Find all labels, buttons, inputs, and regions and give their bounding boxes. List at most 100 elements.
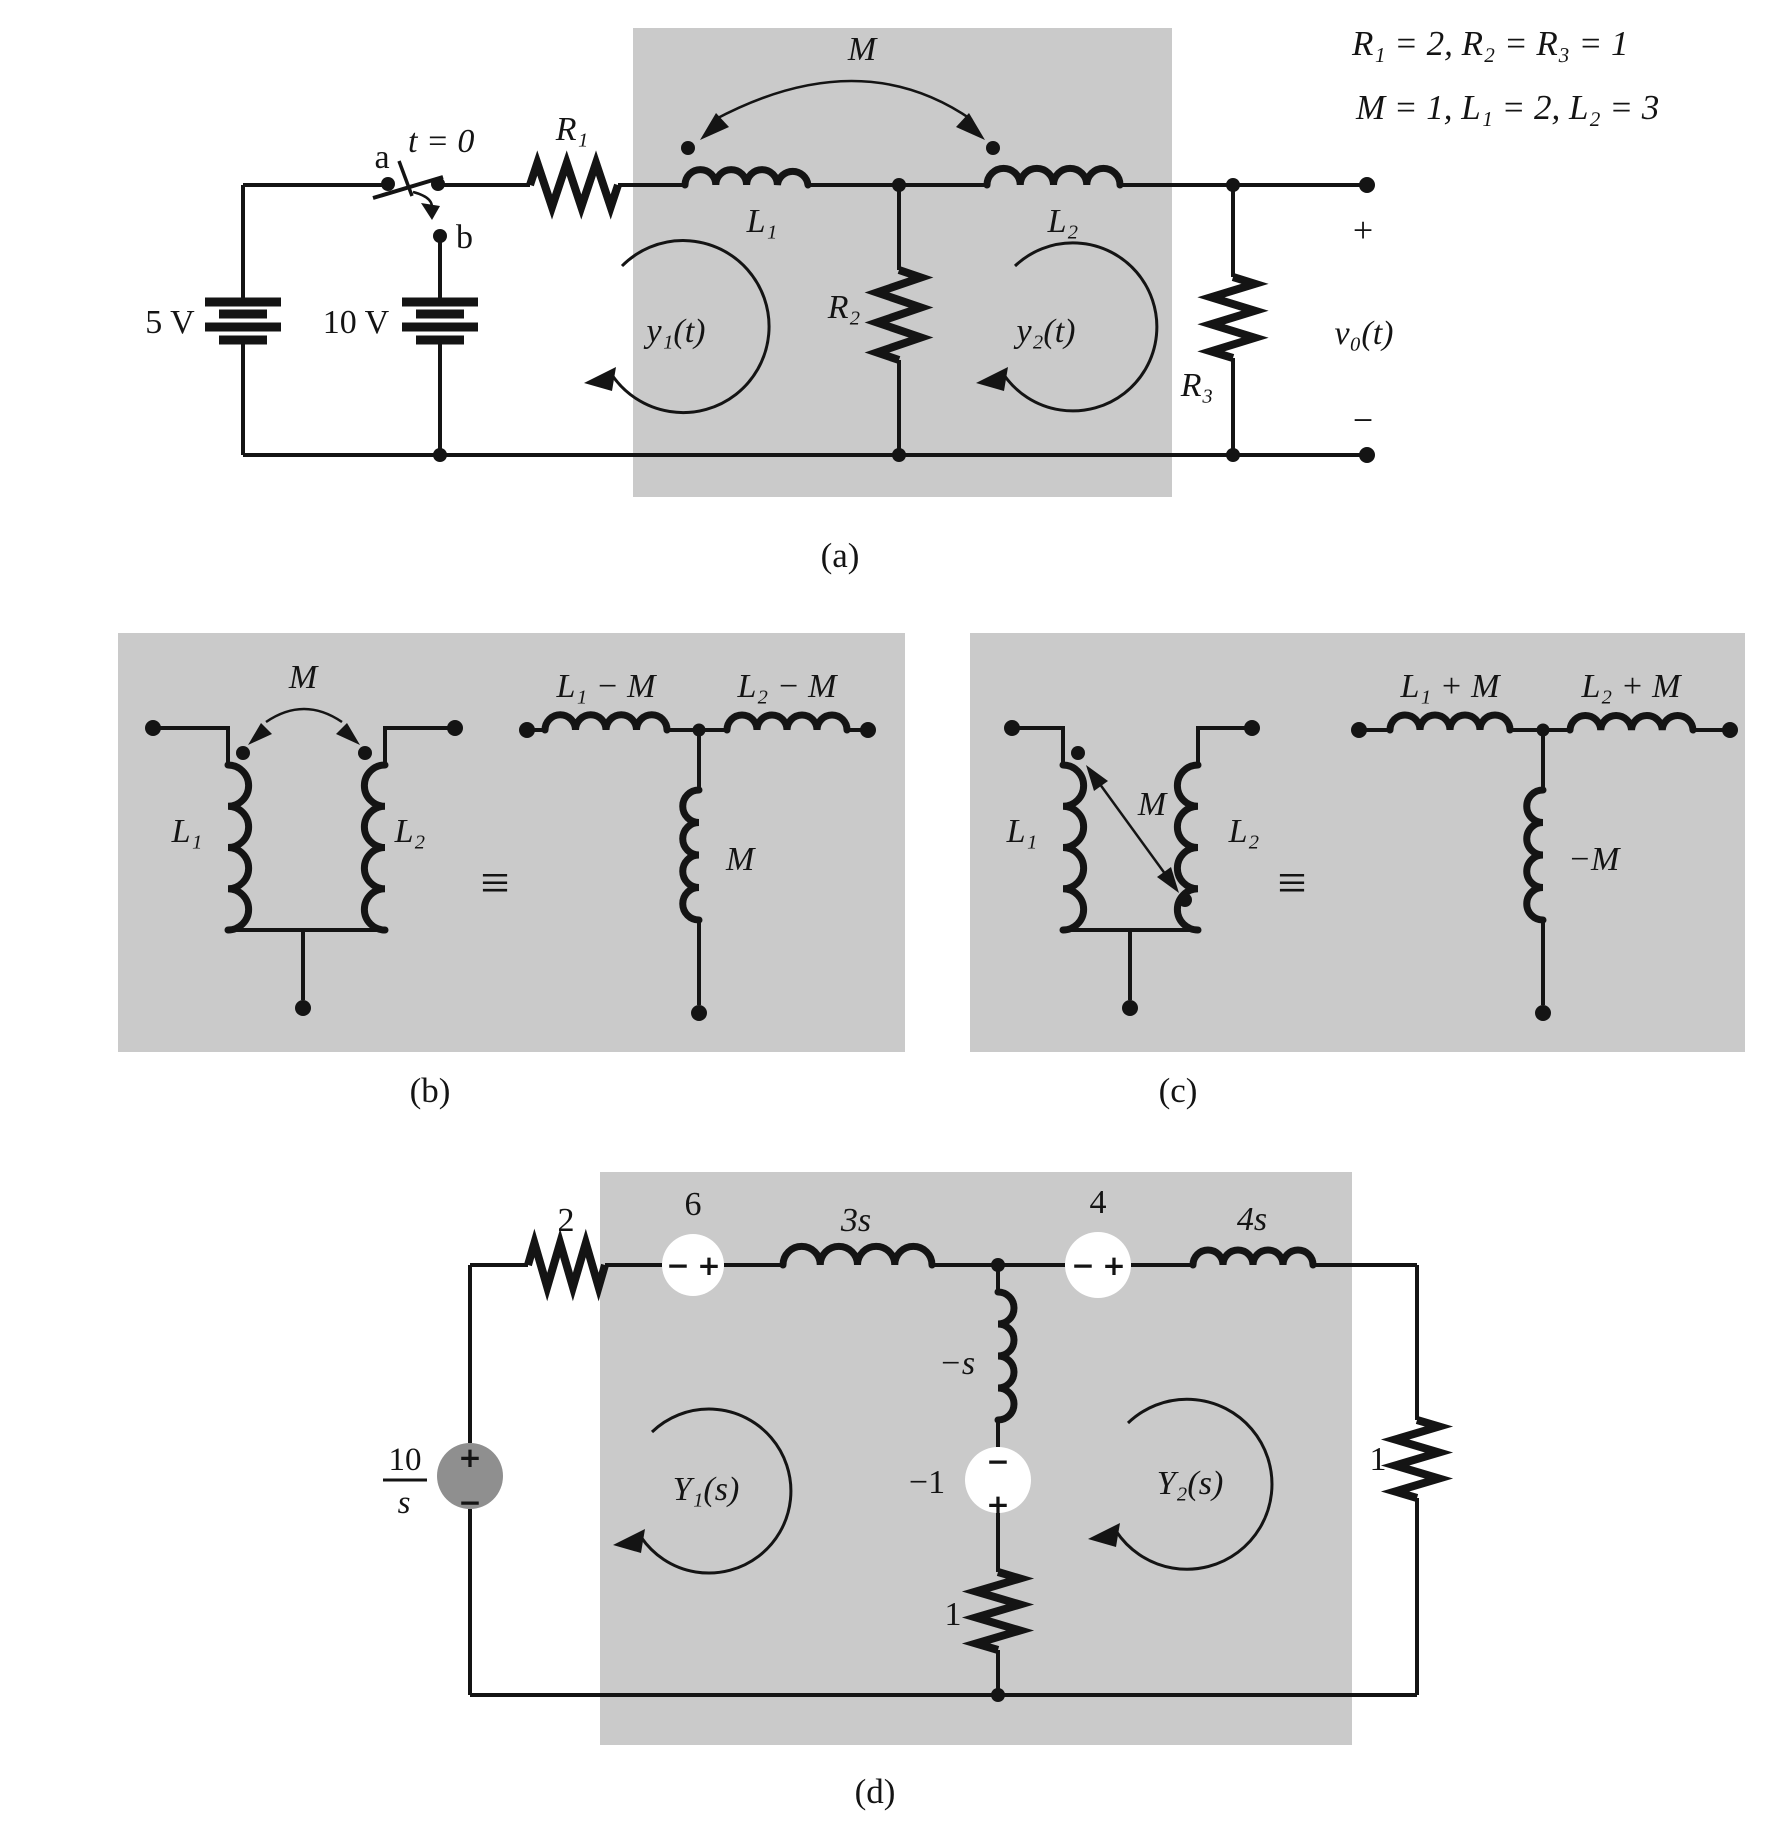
voltage-source-10-over-s: + −: [437, 1441, 503, 1519]
shunt-label: M: [725, 841, 756, 878]
caption-b: (b): [410, 1071, 451, 1110]
source-plus: +: [697, 1249, 720, 1282]
inductor-L2-vertical: [360, 761, 389, 934]
inductor-L1-plus-M: [1386, 711, 1514, 734]
switch-a-label: a: [374, 139, 389, 176]
vout-minus: −: [1353, 400, 1373, 440]
inductor-L1-label: L₁: [1006, 813, 1038, 850]
panel-c: L₁ M L₂ ≡ L₁ + M L₂ + M −M (c): [970, 633, 1745, 1110]
panel-d: + − − + − + − +: [383, 1172, 1454, 1811]
switch-arrow: [421, 203, 440, 220]
node: [692, 723, 706, 737]
mesh-loop-Y1: [613, 1407, 793, 1575]
inductor-L2-minus-M: [723, 711, 851, 734]
caption-d: (d): [855, 1772, 896, 1811]
resistor-1-shunt: [961, 1568, 1035, 1654]
battery-10v-label: 10 V: [323, 304, 390, 341]
terminal: [447, 720, 463, 736]
dep-source-4: − +: [1065, 1232, 1131, 1298]
params-line2: M = 1, L₁ = 2, L₂ = 3: [1355, 88, 1659, 127]
mutual-coupling-arrow: [248, 707, 360, 745]
node: [433, 448, 447, 462]
source-minus: −: [458, 1486, 481, 1519]
fraction-denominator: s: [398, 1485, 411, 1521]
series2-label: L₂ + M: [1581, 668, 1683, 705]
mesh-loop-y2: [976, 241, 1159, 413]
terminal: [1004, 720, 1020, 736]
terminal: [1535, 1005, 1551, 1021]
dep-source-6-label: 6: [685, 1186, 702, 1223]
mutual-M-label: M: [288, 659, 319, 696]
inductor-L2-label: L₂: [1228, 813, 1260, 850]
caption-c: (c): [1159, 1071, 1198, 1110]
mesh-loop-y1: [584, 239, 771, 415]
resistor-R1: [526, 150, 622, 220]
battery-5v: [205, 297, 281, 345]
terminal: [691, 1005, 707, 1021]
resistor-R3: [1197, 273, 1269, 362]
source-plus: +: [1102, 1249, 1125, 1282]
inductor-L1-minus-M: [541, 711, 671, 734]
inductor-4s-label: 4s: [1237, 1201, 1267, 1238]
node: [1536, 723, 1550, 737]
node: [991, 1258, 1005, 1272]
mesh-Y2-label: Y₂(s): [1157, 1465, 1224, 1502]
series1-label: L₁ + M: [1400, 668, 1502, 705]
switch-t0-label: t = 0: [408, 123, 474, 160]
inductor-neg-s-label: −s: [939, 1345, 975, 1382]
node: [1226, 448, 1240, 462]
node: [892, 178, 906, 192]
terminal: [1359, 177, 1375, 193]
resistor-1-load-label: 1: [1370, 1441, 1387, 1478]
terminal: [1722, 722, 1738, 738]
series2-label: L₂ − M: [737, 668, 839, 705]
inductor-L1: [681, 166, 812, 189]
fraction-numerator: 10: [389, 1442, 422, 1478]
inductor-neg-s: [994, 1288, 1018, 1424]
polarity-dot: [1178, 893, 1192, 907]
resistor-R3-label: R₃: [1180, 367, 1214, 404]
inductor-L1-vertical: [224, 761, 253, 934]
source-minus: −: [1071, 1249, 1094, 1282]
inductor-3s: [779, 1242, 936, 1269]
terminal: [1359, 447, 1375, 463]
equivalence-symbol: ≡: [480, 855, 509, 912]
node: [991, 1688, 1005, 1702]
resistor-1-shunt-label: 1: [945, 1596, 962, 1633]
caption-a: (a): [821, 536, 860, 575]
resistor-2-label: 2: [558, 1202, 575, 1239]
mutual-coupling-arrow: [681, 79, 1000, 155]
wires: [1012, 726, 1252, 1000]
resistor-R2-label: R₂: [827, 289, 861, 326]
terminal: [1244, 720, 1260, 736]
inductor-L2: [983, 164, 1124, 189]
inductor-3s-label: 3s: [840, 1202, 871, 1239]
terminal: [295, 1000, 311, 1016]
shunt-label: −M: [1568, 841, 1621, 878]
vout-label: v₀(t): [1334, 315, 1393, 352]
switch-b-label: b: [456, 219, 473, 256]
terminal: [519, 722, 535, 738]
inductor-negM-shunt: [1523, 786, 1547, 924]
resistor-2: [524, 1228, 609, 1302]
dep-source-neg1-label: −1: [909, 1464, 945, 1501]
panel-c-highlight: [970, 633, 1745, 1052]
mutual-M-label: M: [847, 31, 878, 68]
battery-10v: [402, 297, 478, 345]
resistor-1-load: [1380, 1416, 1454, 1502]
resistor-R2: [864, 266, 934, 364]
inductor-L2-label: L₂: [1047, 203, 1079, 240]
node: [1226, 178, 1240, 192]
source-10s-fraction: 10 s: [383, 1442, 427, 1521]
terminal: [860, 722, 876, 738]
inductor-L2-plus-M: [1566, 712, 1697, 734]
inductor-4s: [1189, 1246, 1317, 1269]
mesh-loop-Y2: [1088, 1397, 1274, 1571]
mesh-y2-label: y₂(t): [1013, 313, 1075, 350]
terminal: [1122, 1000, 1138, 1016]
source-plus: +: [986, 1488, 1009, 1521]
dep-source-4-label: 4: [1090, 1184, 1107, 1221]
panel-a: 5 V 10 V a t = 0 b R₁ L₁ M L₂ R₂ R₃ y₁(t…: [145, 24, 1659, 575]
series1-label: L₁ − M: [556, 668, 658, 705]
